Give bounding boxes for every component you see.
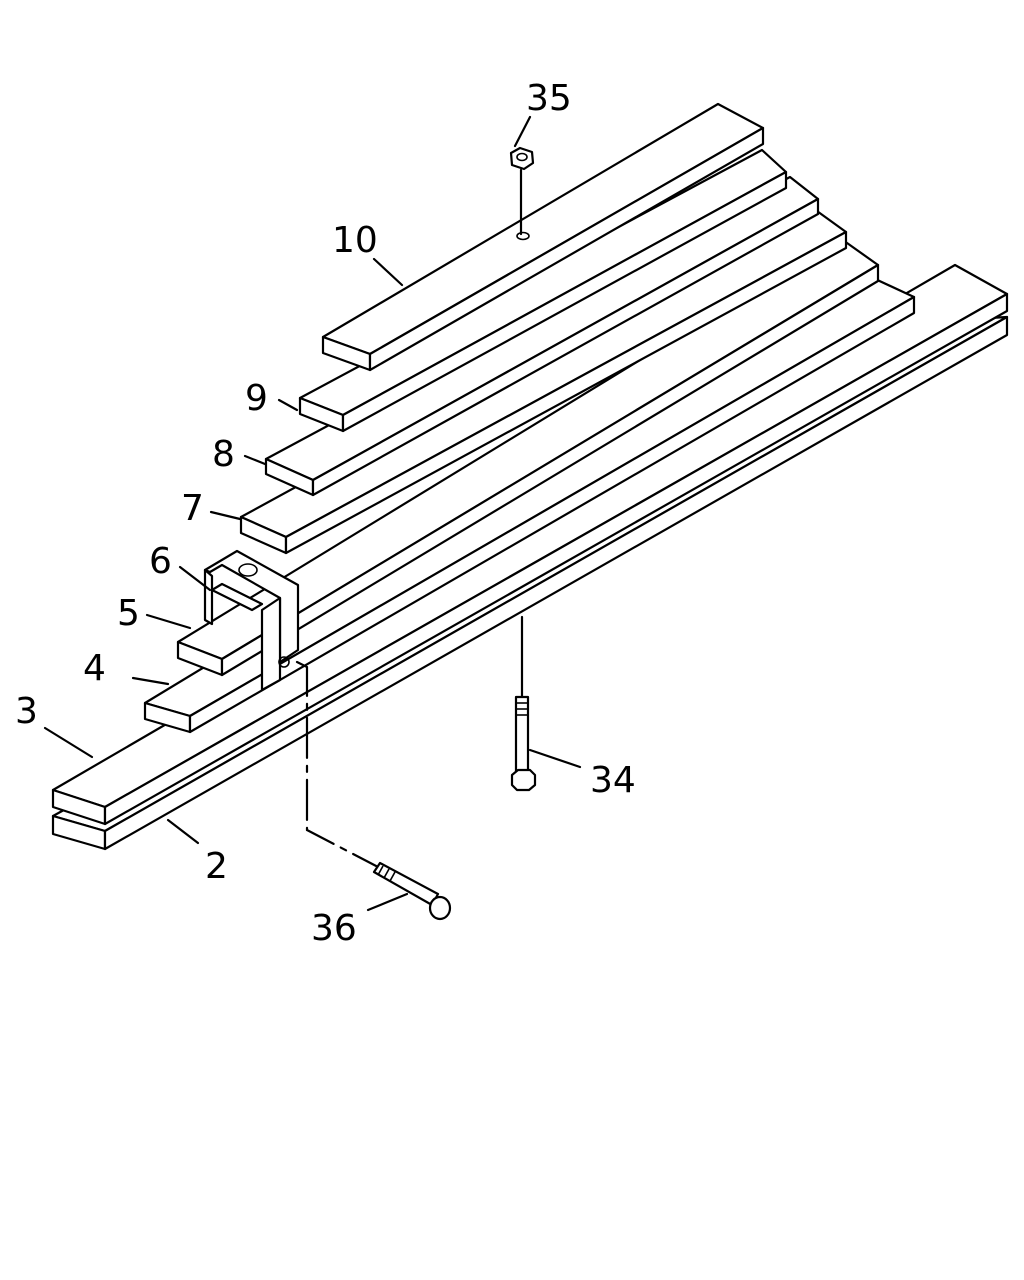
center-bolt-34	[510, 615, 537, 792]
leader-lines	[43, 115, 582, 912]
callout-9: 9	[245, 378, 268, 419]
callout-35: 35	[526, 78, 572, 119]
leaf-plate-5	[176, 236, 880, 677]
callout-10: 10	[332, 220, 378, 261]
callout-2: 2	[205, 846, 228, 887]
callout-36: 36	[311, 908, 357, 949]
callout-34: 34	[590, 760, 636, 801]
leaf-plate-6-7	[239, 204, 848, 555]
leaf-plate-9	[298, 148, 788, 433]
callout-3: 3	[15, 691, 38, 732]
leaf-plate-10	[321, 102, 765, 372]
callout-4: 4	[83, 648, 106, 689]
clip-bolt-36	[295, 660, 452, 921]
callout-7: 7	[181, 488, 204, 529]
nut-35	[509, 146, 535, 241]
callout-labels: 35 10 9 8 7 6 5 4 3 2 34 36	[15, 78, 636, 949]
rebound-clip	[203, 549, 300, 692]
callout-5: 5	[117, 593, 140, 634]
callout-8: 8	[212, 434, 235, 475]
callout-6: 6	[149, 541, 172, 582]
